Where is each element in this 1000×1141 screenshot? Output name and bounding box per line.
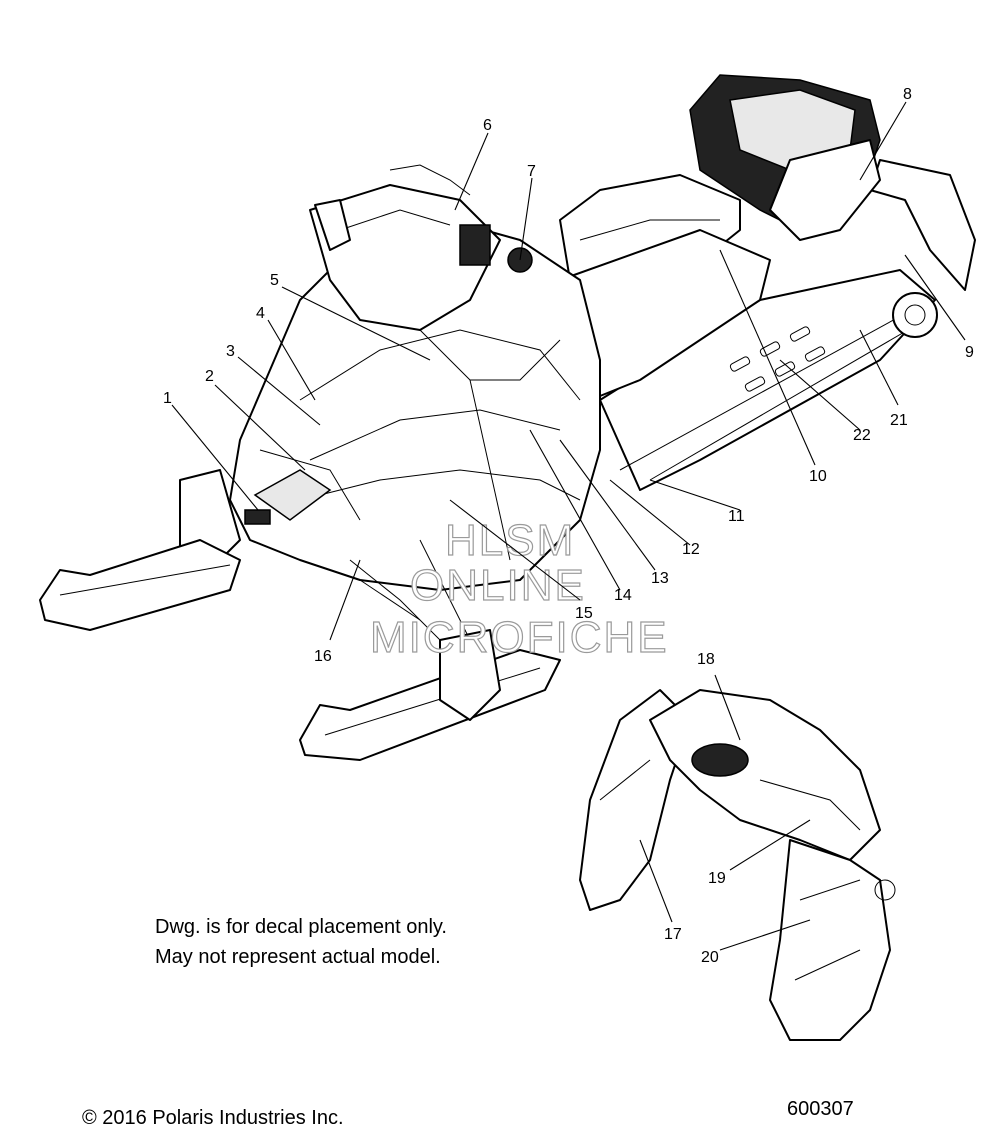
callout-8: 8 <box>903 86 912 103</box>
callout-10: 10 <box>809 468 827 485</box>
callout-13: 13 <box>651 570 669 587</box>
watermark: HLSM ONLINE MICROFICHE <box>369 515 669 662</box>
watermark-line2: ONLINE <box>410 561 586 610</box>
handlebar-pod <box>459 224 491 266</box>
callout-4: 4 <box>256 305 265 322</box>
part-18-opening <box>691 743 749 777</box>
watermark-line1: HLSM <box>445 516 575 565</box>
callout-11: 11 <box>728 508 745 525</box>
right-ski <box>299 649 561 761</box>
callout-5: 5 <box>270 272 279 289</box>
callout-17: 17 <box>664 926 682 943</box>
callout-21: 21 <box>890 412 908 429</box>
callout-labels: 1 2 3 4 5 6 7 8 9 10 11 12 13 14 15 16 1… <box>163 86 974 966</box>
leader-lines <box>171 101 966 951</box>
drawing-number: 600307 <box>787 1098 854 1120</box>
copyright-text: © 2016 Polaris Industries Inc. <box>82 1107 344 1129</box>
callout-1: 1 <box>163 390 172 407</box>
callout-18: 18 <box>697 651 715 668</box>
drawing-note: Dwg. is for decal placement only. May no… <box>155 916 447 968</box>
callout-20: 20 <box>701 949 719 966</box>
callout-19: 19 <box>708 870 726 887</box>
callout-7: 7 <box>527 163 536 180</box>
note-line1: Dwg. is for decal placement only. <box>155 916 447 938</box>
callout-2: 2 <box>205 368 214 385</box>
part-18-19-panel <box>649 689 881 861</box>
callout-9: 9 <box>965 344 974 361</box>
rear-idler-wheel <box>892 292 938 338</box>
snowmobile-illustration <box>39 74 976 761</box>
callout-3: 3 <box>226 343 235 360</box>
callout-6: 6 <box>483 117 492 134</box>
callout-12: 12 <box>682 541 700 558</box>
part-20-panel <box>769 839 891 1041</box>
side-panel-parts-illustration <box>579 689 896 1041</box>
callout-14: 14 <box>614 587 632 604</box>
running-board <box>729 326 826 392</box>
note-line2: May not represent actual model. <box>155 946 441 968</box>
watermark-line3: MICROFICHE <box>370 613 669 662</box>
callout-16: 16 <box>314 648 332 665</box>
headlight <box>244 509 271 525</box>
callout-15: 15 <box>575 605 593 622</box>
callout-22: 22 <box>853 427 871 444</box>
left-ski <box>39 539 241 631</box>
